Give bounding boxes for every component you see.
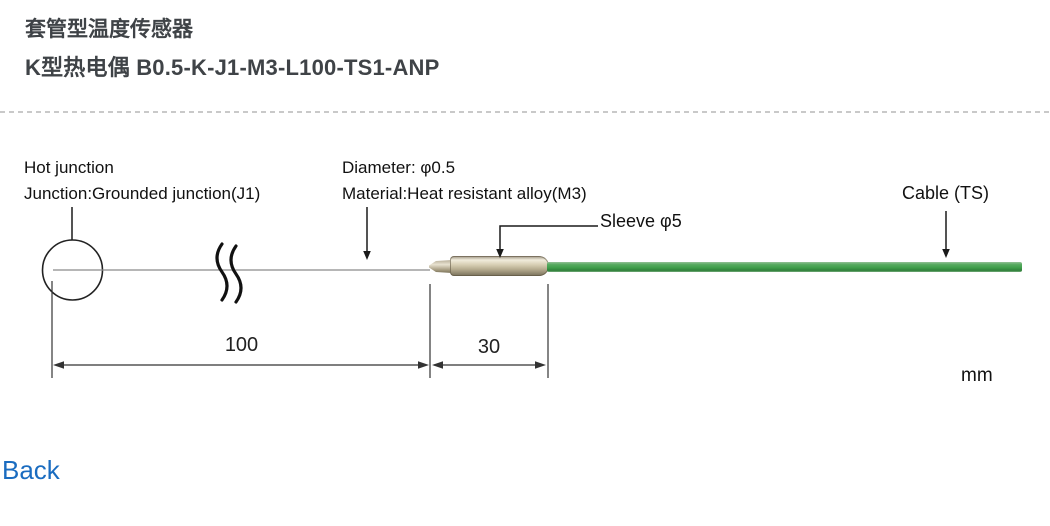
diameter-label: Diameter: φ0.5 (342, 158, 456, 177)
back-link[interactable]: Back (2, 455, 60, 485)
cable-shape (547, 262, 1022, 272)
dimension-30-value: 30 (477, 336, 501, 358)
dimension-100-value: 100 (224, 334, 259, 356)
unit-label: mm (961, 365, 993, 386)
break-marks (215, 242, 243, 304)
junction-type-label: Junction:Grounded junction(J1) (24, 184, 261, 203)
sleeve-leader-line (499, 225, 598, 249)
hot-junction-circle (41, 239, 104, 301)
cable-arrowhead (942, 249, 950, 258)
dashed-divider (0, 111, 1050, 113)
cable-label: Cable (TS) (902, 183, 990, 203)
material-arrowhead (363, 251, 371, 260)
sleeve-label: Sleeve φ5 (600, 211, 682, 231)
hot-junction-label: Hot junction (24, 158, 114, 177)
sleeve-tip-shape (429, 260, 452, 273)
material-label: Material:Heat resistant alloy(M3) (342, 184, 587, 203)
page-title: 套管型温度传感器 (25, 18, 193, 41)
product-model-title: K型热电偶 B0.5-K-J1-M3-L100-TS1-ANP (25, 55, 440, 80)
sleeve-shape (450, 256, 549, 276)
